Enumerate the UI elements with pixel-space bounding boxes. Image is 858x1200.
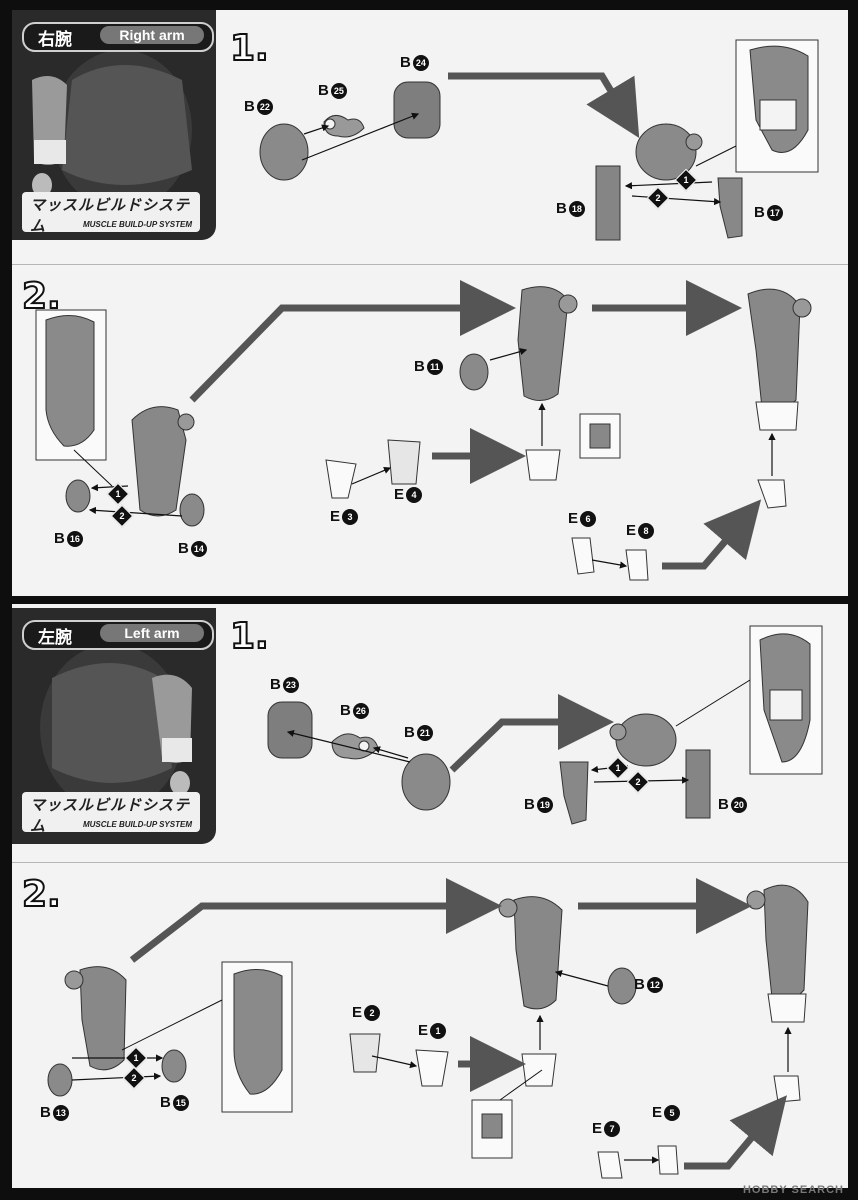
muscle-build-logo: マッスルビルドシステム MUSCLE BUILD-UP SYSTEM [22, 792, 200, 835]
right-arm-header: 右腕 Right arm マッスルビルドシステム MUSCLE BUILD-UP… [12, 10, 216, 240]
logo-text-en: MUSCLE BUILD-UP SYSTEM [82, 220, 192, 229]
section-title-jp: 左腕 [38, 628, 72, 647]
right-step1-arrows [301, 72, 737, 206]
muscle-build-logo: マッスルビルドシステム MUSCLE BUILD-UP SYSTEM [22, 192, 200, 235]
left-step1-arrows [286, 679, 751, 784]
figure-illustration [40, 644, 192, 812]
step-number: 2. [21, 275, 62, 318]
right-step1-parts [259, 39, 819, 241]
left-step1-parts [267, 625, 823, 825]
right-step2-arrows [73, 280, 776, 570]
logo-text-jp: マッスルビルドシステム [30, 197, 191, 235]
watermark: HOBBY SEARCH [742, 1184, 844, 1196]
assembly-drawings [35, 39, 823, 1179]
logo-text-en: MUSCLE BUILD-UP SYSTEM [82, 820, 192, 829]
step-number: 1. [229, 27, 270, 70]
section-title-jp: 右腕 [38, 30, 72, 49]
left-step2-arrows [71, 878, 792, 1170]
figure-illustration [32, 50, 192, 210]
instruction-sheet: 右腕 Right arm マッスルビルドシステム MUSCLE BUILD-UP… [0, 10, 858, 1188]
section-divider [12, 862, 848, 863]
left-step2-parts [47, 884, 809, 1179]
section-title-pill: 右腕 Right arm [22, 22, 214, 52]
left-arm-header: 左腕 Left arm マッスルビルドシステム MUSCLE BUILD-UP … [12, 608, 216, 844]
section-title-en: Right arm [100, 26, 204, 44]
section-title-pill: 左腕 Left arm [22, 620, 214, 650]
logo-text-jp: マッスルビルドシステム [30, 797, 191, 835]
black-band [0, 596, 858, 604]
section-divider [12, 264, 848, 265]
section-title-en: Left arm [100, 624, 204, 642]
step-number: 2. [21, 873, 62, 916]
step-number: 1. [229, 615, 270, 658]
right-step2-parts [35, 286, 812, 581]
